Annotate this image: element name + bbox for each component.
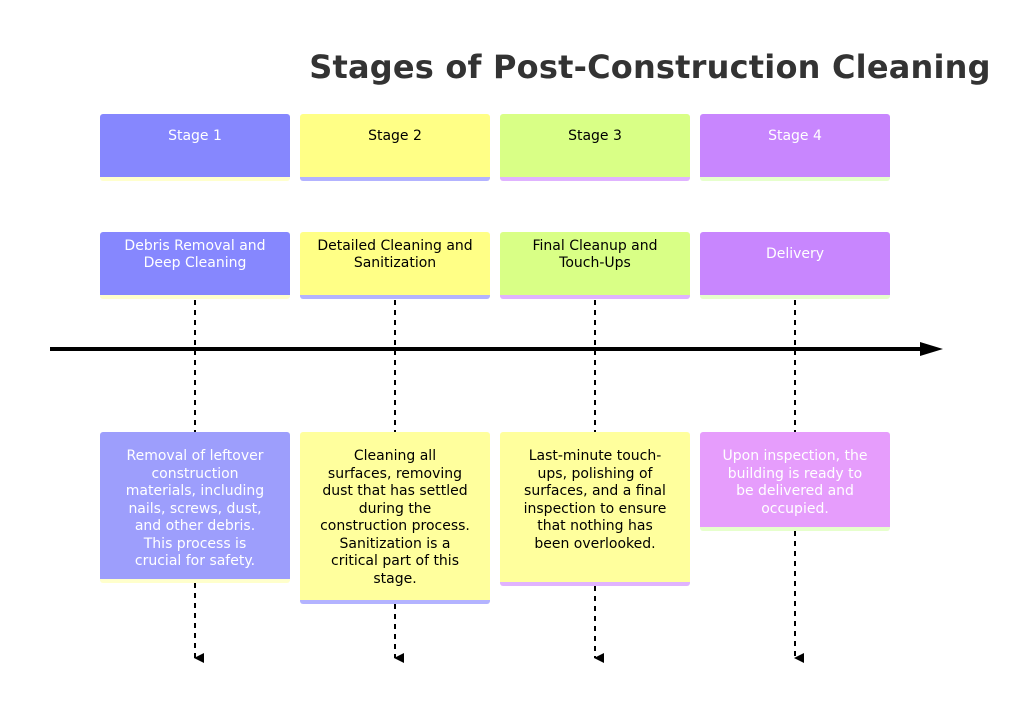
diagram-title: Stages of Post-Construction Cleaning (309, 48, 991, 86)
stage-task: Final Cleanup and Touch-Ups (500, 232, 690, 299)
stage-description-text: Removal of leftover construction materia… (125, 448, 265, 569)
stage-description: Upon inspection, the building is ready t… (700, 432, 890, 531)
stage-header: Stage 1 (100, 114, 290, 181)
stage-task: Debris Removal and Deep Cleaning (100, 232, 290, 299)
stage-header-text: Stage 3 (568, 128, 622, 145)
stage-header: Stage 4 (700, 114, 890, 181)
timeline-arrowhead (920, 342, 943, 356)
stage-task: Delivery (700, 232, 890, 299)
stage-description-text: Last-minute touch-ups, polishing of surf… (523, 448, 667, 552)
stage-description: Cleaning all surfaces, removing dust tha… (300, 432, 490, 604)
stage-description: Removal of leftover construction materia… (100, 432, 290, 583)
stage-header: Stage 2 (300, 114, 490, 181)
stage-header-text: Stage 1 (168, 128, 222, 145)
stage-task-text: Detailed Cleaning and Sanitization (317, 237, 473, 272)
stage-task-text: Delivery (765, 246, 825, 263)
stage-header: Stage 3 (500, 114, 690, 181)
stage-task: Detailed Cleaning and Sanitization (300, 232, 490, 299)
stage-description-text: Cleaning all surfaces, removing dust tha… (320, 448, 470, 587)
stage-description-text: Upon inspection, the building is ready t… (722, 448, 868, 517)
stage-task-text: Debris Removal and Deep Cleaning (124, 237, 266, 272)
stage-header-text: Stage 4 (768, 128, 822, 145)
stage-description: Last-minute touch-ups, polishing of surf… (500, 432, 690, 586)
stage-task-text: Final Cleanup and Touch-Ups (532, 237, 658, 272)
stage-header-text: Stage 2 (368, 128, 422, 145)
